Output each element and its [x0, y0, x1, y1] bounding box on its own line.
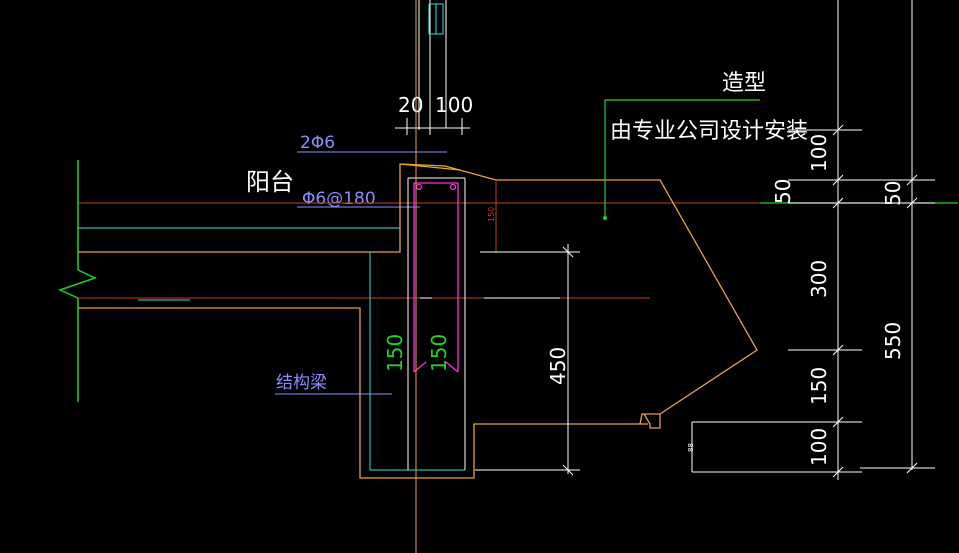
- window-frame: [418, 0, 447, 130]
- dim-right-300: 300: [807, 260, 831, 298]
- dim-far-550: 550: [881, 322, 905, 360]
- label-supplier-note: 由专业公司设计安装: [610, 119, 808, 144]
- dim-top-100: 100: [435, 93, 473, 117]
- label-rebar-top: 2Φ6: [300, 133, 335, 153]
- label-rebar-stirrup: Φ6@180: [302, 189, 376, 209]
- break-line: [57, 160, 97, 402]
- dim-left-150: 150: [383, 334, 407, 372]
- top-dimension: [395, 118, 470, 135]
- label-structural-beam: 结构梁: [276, 373, 327, 393]
- right-ticks: [832, 124, 918, 478]
- column-lines: [407, 177, 560, 470]
- dim-top-20: 20: [398, 93, 423, 117]
- beam-outline: [78, 163, 758, 479]
- dim-right-100-top: 100: [807, 134, 831, 172]
- dim-inner-150: 150: [427, 334, 451, 372]
- dim-small-150: 150: [487, 207, 496, 222]
- right-dim-chain: [691, 0, 935, 480]
- label-balcony: 阳台: [246, 168, 294, 196]
- dim-far-50: 50: [881, 181, 905, 206]
- label-modeling: 造型: [722, 71, 766, 96]
- dim-right-50: 50: [771, 179, 795, 204]
- dim-450-text: 450: [546, 347, 570, 385]
- dim-450: [475, 244, 580, 476]
- dim-right-100-bottom: 100: [807, 428, 831, 466]
- leader-dot: [603, 216, 607, 220]
- dim-right-150: 150: [807, 367, 831, 405]
- dim-tiny-mark: 88: [687, 443, 695, 452]
